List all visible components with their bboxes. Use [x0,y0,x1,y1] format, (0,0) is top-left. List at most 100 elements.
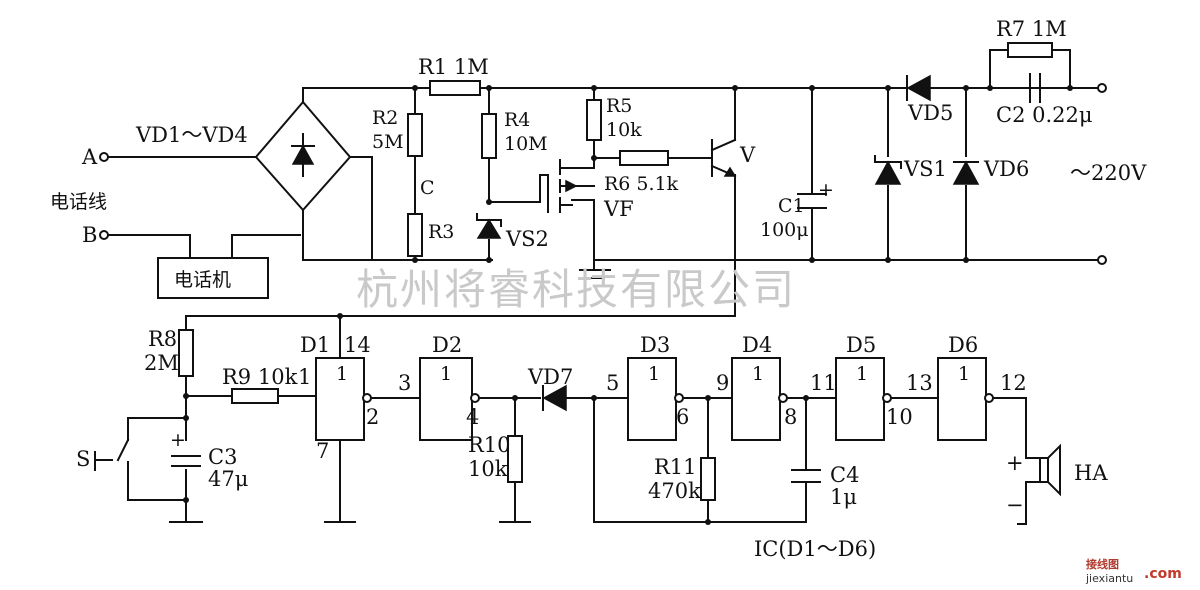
pin-2: 2 [366,405,379,429]
r5-name-label: R5 [606,95,632,117]
r10-value-label: 10k [468,457,508,481]
d5-gate-symbol: 1 [856,363,868,385]
capacitor-c1 [797,193,827,219]
resistor-r2 [407,113,423,157]
r8-name-label: R8 [148,327,177,351]
ic-label: IC(D1～D6) [754,537,876,561]
r4-name-label: R4 [504,109,530,131]
pin-1: 1 [298,365,311,389]
ha-minus: − [1006,493,1024,517]
site-url-text: jiexiantu [1085,572,1133,585]
r1-label: R1 1M [418,55,489,79]
mosfet-vf [547,159,611,279]
pin-5: 5 [606,371,619,395]
ha-label: HA [1074,461,1108,485]
switch-s [94,438,130,471]
c1-plus: + [818,179,834,201]
capacitor-c3 [171,455,201,467]
resistor-r1 [429,80,481,96]
d3-label: D3 [640,333,670,357]
vd5-label: VD5 [907,101,953,125]
resistor-r6 [619,150,669,166]
c3-value-label: 47μ [208,467,248,491]
r6-label: R6 5.1k [604,173,679,195]
d4-label: D4 [742,333,772,357]
r5-value-label: 10k [606,119,642,141]
d6-gate-symbol: 1 [958,363,970,385]
resistor-r4 [481,113,497,159]
terminal-a-label: A [81,145,98,169]
r3-label: R3 [428,221,454,243]
r2-name-label: R2 [372,107,398,129]
c1-value-label: 100μ [760,219,809,241]
phone-line-label: 电话线 [50,191,107,213]
site-logo: 接线图 jiexiantu .com [1085,557,1182,585]
resistor-r11 [700,457,716,501]
r4-value-label: 10M [504,133,548,155]
r11-value-label: 470k [648,479,701,503]
vs2-label: VS2 [505,227,549,251]
d2-label: D2 [432,333,462,357]
ha-plus: + [1006,451,1024,475]
c2-label: C2 0.22μ [996,103,1093,127]
pin-10: 10 [886,405,913,429]
transistor-v [710,138,737,178]
d2-gate-symbol: 1 [440,363,452,385]
d5-label: D5 [846,333,876,357]
r2-value-label: 5M [372,131,404,153]
bridge-rectifier [254,100,352,212]
vd6-diode [952,160,980,185]
resistor-r8 [178,329,194,377]
v-label: V [739,143,756,167]
c3-plus: + [170,429,186,451]
resistor-r7 [1007,42,1053,58]
c3-name-label: C3 [208,445,237,469]
vs1-zener [874,155,902,185]
r9-label: R9 10k [222,365,298,389]
vd7-label: VD7 [527,365,573,389]
d6-label: D6 [948,333,978,357]
pin-14: 14 [344,333,371,357]
vs1-label: VS1 [903,157,947,181]
capacitor-c2 [1023,73,1049,103]
c1-name-label: C1 [778,195,805,217]
pin-3: 3 [398,371,411,395]
buzzer-ha [1039,443,1061,497]
pin-8: 8 [784,405,797,429]
resistor-r5 [586,99,602,141]
d3-gate-symbol: 1 [648,363,660,385]
resistor-r10 [507,435,523,483]
terminals [99,83,1107,265]
r7-label: R7 1M [996,17,1067,41]
pin-6: 6 [676,405,689,429]
telephone-label: 电话机 [174,269,231,291]
resistor-r9 [231,388,279,404]
inverter-gates [315,357,994,441]
terminal-b-label: B [82,223,97,247]
junction-dots [183,85,1073,525]
pin-7: 7 [316,439,329,463]
company-watermark: 杭州将睿科技有限公司 [356,265,796,314]
pin-9: 9 [716,371,729,395]
mains-label: ～220V [1070,161,1147,185]
switch-s-label: S [76,447,90,471]
site-logo-text: 接线图 [1086,557,1119,571]
pin-13: 13 [906,371,933,395]
vd7-diode [542,384,581,412]
vs2-zener [476,213,502,239]
r11-name-label: R11 [654,455,697,479]
pin-12: 12 [1000,371,1027,395]
resistor-r3 [407,213,423,257]
capacitor-c4 [791,469,821,483]
resistors [178,42,1053,501]
vf-label: VF [603,197,634,221]
c4-name-label: C4 [830,463,859,487]
r8-value-label: 2M [144,351,179,375]
d1-label: D1 [300,333,330,357]
pin-11: 11 [810,371,837,395]
d1-gate-symbol: 1 [336,363,348,385]
telephone-box [157,257,269,299]
pin-4: 4 [466,405,479,429]
vd5-diode [906,74,931,102]
